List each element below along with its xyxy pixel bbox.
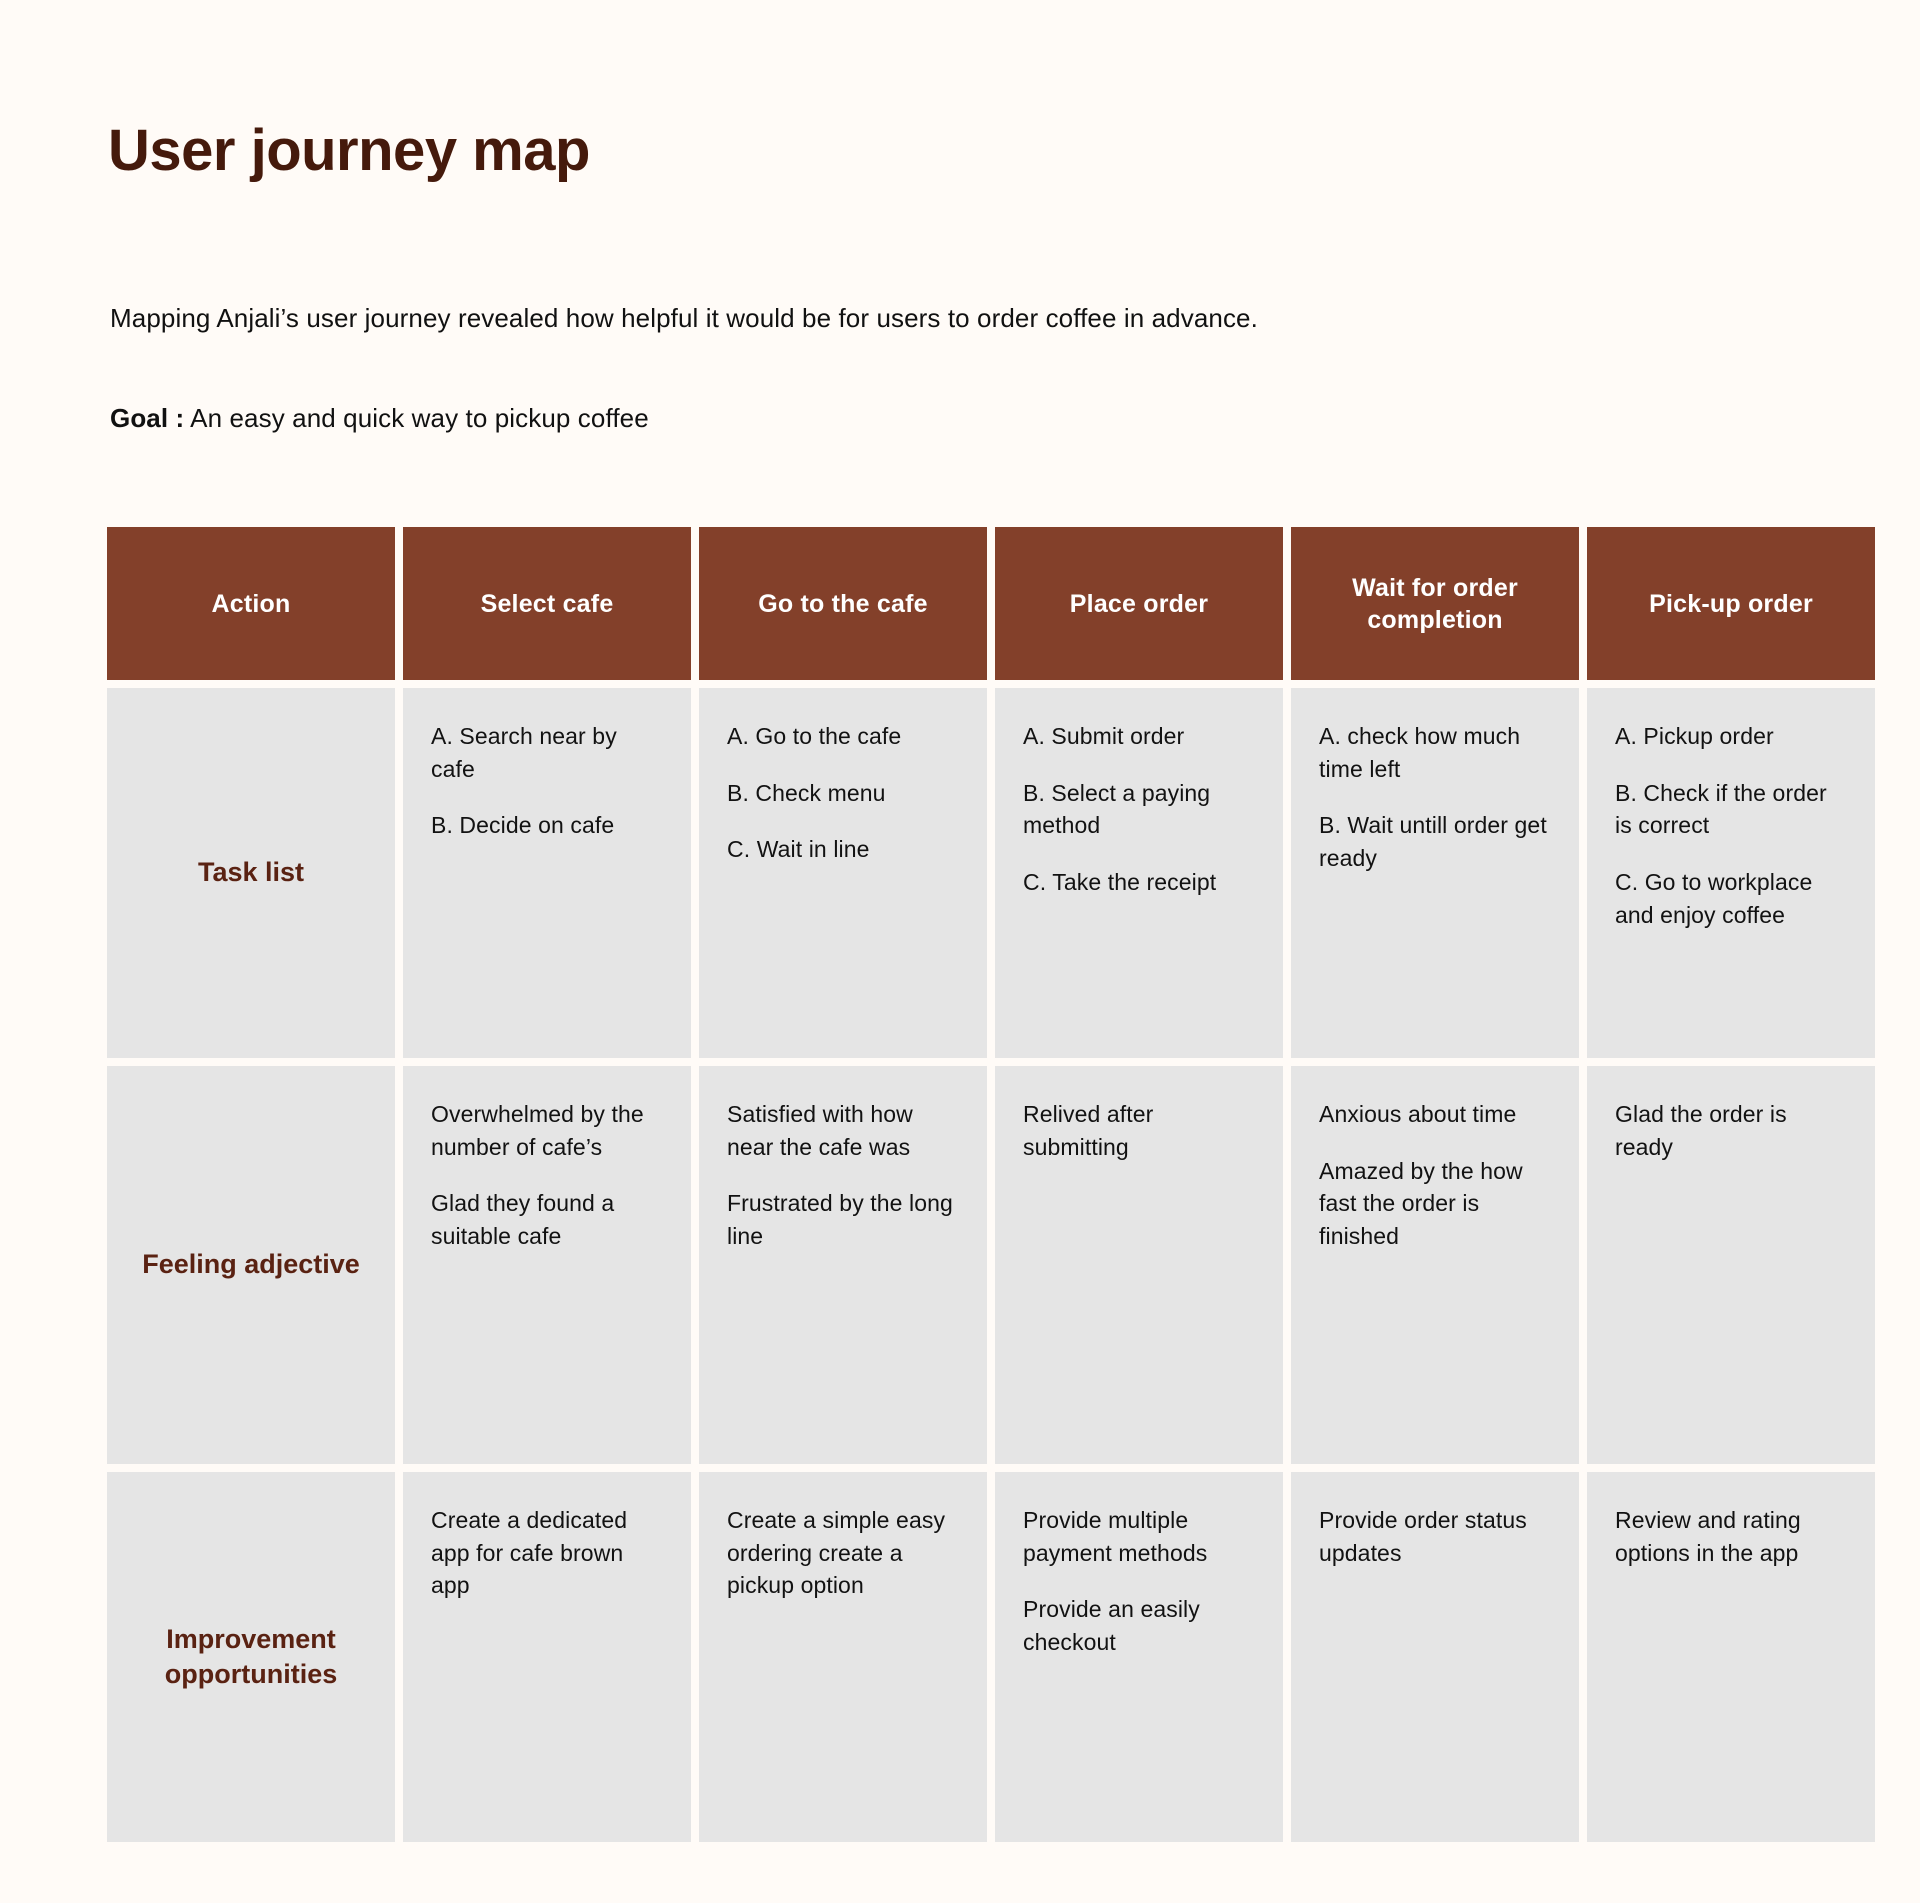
- header-cell-go-to-the-cafe: Go to the cafe: [699, 527, 987, 680]
- list-item: Provide an easily checkout: [1023, 1596, 1200, 1655]
- page-title: User journey map: [108, 118, 590, 183]
- cell-item-list: A. Go to the cafe B. Check menu C. Wait …: [727, 720, 959, 866]
- list-item: Review and rating options in the app: [1615, 1507, 1801, 1566]
- list-item: Glad they found a suitable cafe: [431, 1190, 615, 1249]
- list-item: Provide multiple payment methods: [1023, 1507, 1208, 1566]
- cell-item-list: Provide multiple payment methods Provide…: [1023, 1504, 1255, 1659]
- list-item: C. Go to workplace and enjoy coffee: [1615, 868, 1813, 928]
- cell-item-list: Provide order status updates: [1319, 1504, 1551, 1569]
- list-item: B. Decide on cafe: [431, 812, 615, 839]
- goal-text: An easy and quick way to pickup coffee: [184, 403, 649, 433]
- list-item: B. Wait untill order get ready: [1319, 812, 1547, 871]
- cell-improvement-select-cafe: Create a dedicated app for cafe brown ap…: [403, 1472, 691, 1842]
- intro-paragraph: Mapping Anjali’s user journey revealed h…: [110, 303, 1258, 333]
- cell-task-list-place-order: A. Submit order B. Select a paying metho…: [995, 688, 1283, 1058]
- cell-item-list: Satisfied with how near the cafe was Fru…: [727, 1098, 959, 1253]
- cell-item-list: Overwhelmed by the number of cafe’s Glad…: [431, 1098, 663, 1253]
- cell-feeling-wait-for-order-completion: Anxious about time Amazed by the how fas…: [1291, 1066, 1579, 1464]
- cell-improvement-pick-up-order: Review and rating options in the app: [1587, 1472, 1875, 1842]
- list-item: A. Search near by cafe: [431, 723, 617, 782]
- list-item: Satisfied with how near the cafe was: [727, 1101, 913, 1160]
- journey-table: Action Select cafe Go to the cafe Place …: [107, 527, 1875, 1842]
- list-item: Frustrated by the long line: [727, 1190, 953, 1249]
- list-item: A. check how much time left: [1319, 723, 1521, 782]
- cell-feeling-place-order: Relived after submitting: [995, 1066, 1283, 1464]
- goal-label: Goal :: [110, 403, 185, 433]
- cell-task-list-select-cafe: A. Search near by cafe B. Decide on cafe: [403, 688, 691, 1058]
- cell-item-list: A. check how much time left B. Wait unti…: [1319, 720, 1551, 875]
- table-row-improvement-opportunities: Improvement opportunities Create a dedic…: [107, 1472, 1875, 1842]
- table-header-row: Action Select cafe Go to the cafe Place …: [107, 527, 1875, 680]
- header-cell-select-cafe: Select cafe: [403, 527, 691, 680]
- list-item: A. Submit order: [1023, 723, 1185, 749]
- list-item: Glad the order is ready: [1615, 1101, 1787, 1160]
- cell-task-list-wait-for-order-completion: A. check how much time left B. Wait unti…: [1291, 688, 1579, 1058]
- cell-item-list: A. Submit order B. Select a paying metho…: [1023, 720, 1255, 899]
- cell-item-list: Review and rating options in the app: [1615, 1504, 1847, 1569]
- list-item: Relived after submitting: [1023, 1101, 1154, 1160]
- cell-feeling-go-to-the-cafe: Satisfied with how near the cafe was Fru…: [699, 1066, 987, 1464]
- table-row-task-list: Task list A. Search near by cafe B. Deci…: [107, 688, 1875, 1058]
- list-item: B. Check if the order is correct: [1615, 779, 1827, 839]
- cell-item-list: Create a simple easy ordering create a p…: [727, 1504, 959, 1602]
- cell-improvement-wait-for-order-completion: Provide order status updates: [1291, 1472, 1579, 1842]
- list-item: B. Select a paying method: [1023, 779, 1211, 839]
- cell-item-list: A. Search near by cafe B. Decide on cafe: [431, 720, 663, 842]
- list-item: Amazed by the how fast the order is fini…: [1319, 1157, 1523, 1249]
- header-cell-action: Action: [107, 527, 395, 680]
- cell-item-list: Create a dedicated app for cafe brown ap…: [431, 1504, 663, 1602]
- cell-improvement-place-order: Provide multiple payment methods Provide…: [995, 1472, 1283, 1842]
- cell-feeling-select-cafe: Overwhelmed by the number of cafe’s Glad…: [403, 1066, 691, 1464]
- cell-feeling-pick-up-order: Glad the order is ready: [1587, 1066, 1875, 1464]
- list-item: C. Wait in line: [727, 836, 870, 863]
- cell-task-list-go-to-the-cafe: A. Go to the cafe B. Check menu C. Wait …: [699, 688, 987, 1058]
- row-label-improvement-opportunities: Improvement opportunities: [107, 1472, 395, 1842]
- header-cell-pick-up-order: Pick-up order: [1587, 527, 1875, 680]
- goal-paragraph: Goal : An easy and quick way to pickup c…: [110, 400, 649, 436]
- list-item: Provide order status updates: [1319, 1507, 1527, 1566]
- list-item: A. Pickup order: [1615, 723, 1774, 749]
- cell-improvement-go-to-the-cafe: Create a simple easy ordering create a p…: [699, 1472, 987, 1842]
- cell-item-list: Relived after submitting: [1023, 1098, 1255, 1163]
- cell-item-list: A. Pickup order B. Check if the order is…: [1615, 720, 1847, 931]
- list-item: C. Take the receipt: [1023, 868, 1217, 895]
- list-item: A. Go to the cafe: [727, 723, 902, 749]
- header-cell-place-order: Place order: [995, 527, 1283, 680]
- list-item: Create a simple easy ordering create a p…: [727, 1507, 946, 1599]
- header-cell-wait-for-order-completion: Wait for order completion: [1291, 527, 1579, 680]
- cell-task-list-pick-up-order: A. Pickup order B. Check if the order is…: [1587, 688, 1875, 1058]
- list-item: B. Check menu: [727, 779, 886, 806]
- table-row-feeling-adjective: Feeling adjective Overwhelmed by the num…: [107, 1066, 1875, 1464]
- list-item: Create a dedicated app for cafe brown ap…: [431, 1507, 628, 1599]
- cell-item-list: Anxious about time Amazed by the how fas…: [1319, 1098, 1551, 1253]
- list-item: Anxious about time: [1319, 1101, 1517, 1127]
- row-label-feeling-adjective: Feeling adjective: [107, 1066, 395, 1464]
- cell-item-list: Glad the order is ready: [1615, 1098, 1847, 1163]
- row-label-task-list: Task list: [107, 688, 395, 1058]
- list-item: Overwhelmed by the number of cafe’s: [431, 1101, 644, 1160]
